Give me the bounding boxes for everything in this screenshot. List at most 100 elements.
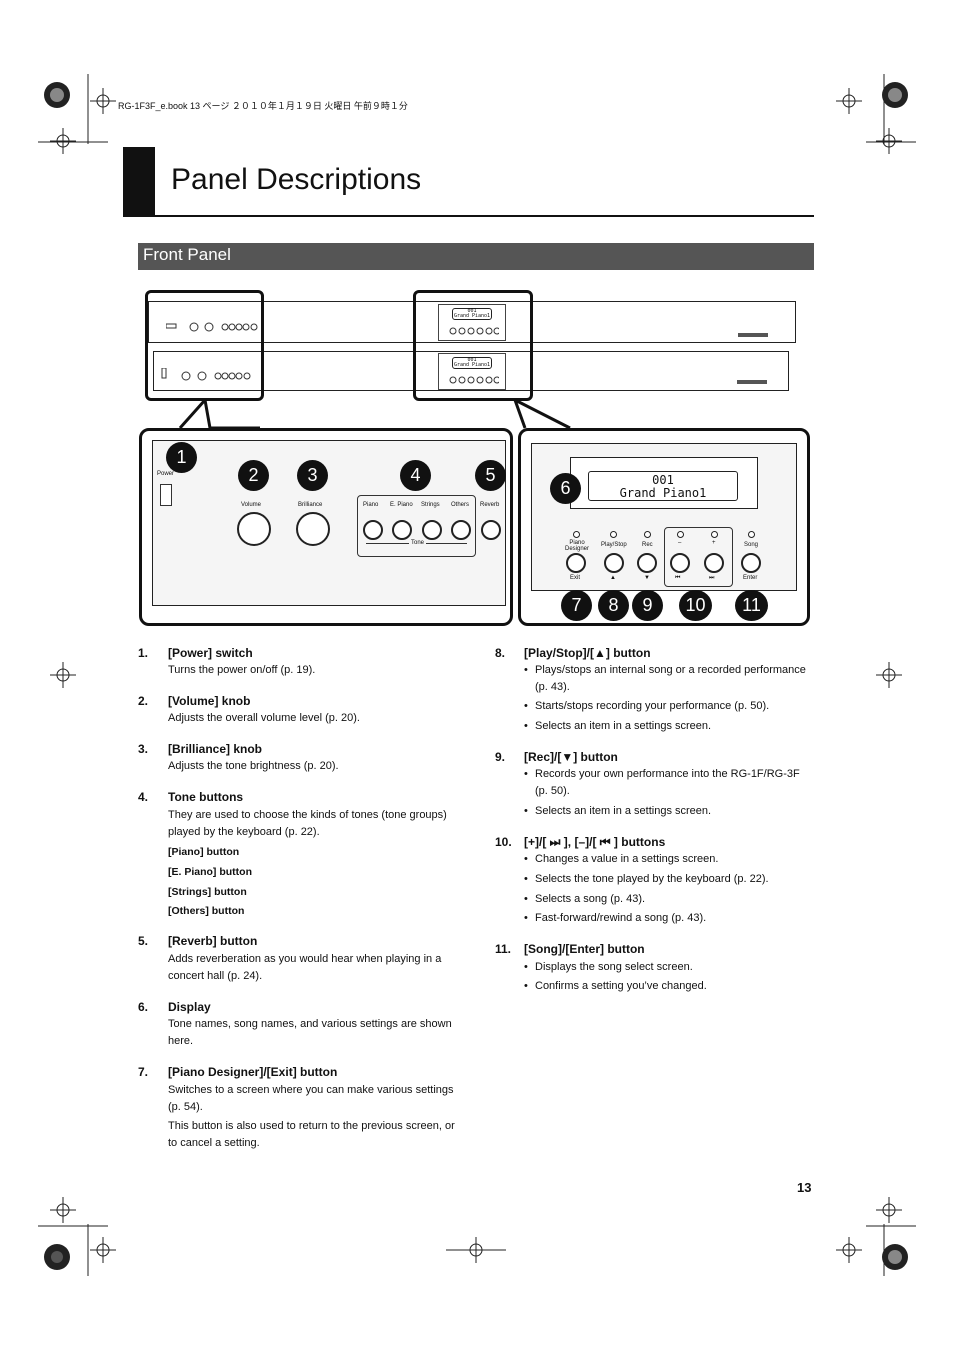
reverb-label: Reverb: [480, 502, 500, 508]
registration-mark-bottom-right: [866, 1224, 916, 1276]
mini-display-line2: Grand Piano1: [453, 313, 491, 319]
item-5-number: 5.: [138, 934, 149, 948]
item-9-number: 9.: [495, 750, 506, 764]
crosshair-right-middle: [876, 662, 902, 688]
crosshair-bottom-right: [836, 1237, 862, 1263]
page-title: Panel Descriptions: [171, 163, 422, 196]
badge-11: 11: [735, 590, 768, 621]
mini-display-line1-b: 001: [467, 357, 477, 363]
mini-control-row-top: [165, 320, 261, 332]
item-7-text-3: This button is also used to return to th…: [168, 1120, 455, 1132]
item-10-heading: [+]/[ ⏭ ], [–]/[ ⏮ ] buttons: [524, 835, 666, 849]
song-label: Song: [744, 542, 759, 548]
down-icon: ▼: [644, 575, 650, 581]
strings-label: Strings: [421, 502, 440, 508]
item-3-number: 3.: [138, 742, 149, 756]
brilliance-knob[interactable]: [296, 512, 330, 546]
item-8-number: 8.: [495, 646, 506, 660]
item-1-number: 1.: [138, 646, 149, 660]
item-7-number: 7.: [138, 1065, 149, 1079]
item-9-heading: [Rec]/[▼] button: [524, 750, 618, 764]
mini-control-row-bottom: [160, 367, 255, 382]
item-8-bullet-1: Plays/stops an internal song or a record…: [524, 662, 806, 679]
piano-label: Piano: [363, 502, 379, 508]
exit-label: Exit: [570, 575, 581, 581]
item-10-bullet-3: Selects a song (p. 43).: [524, 891, 645, 908]
value-button-group: [664, 527, 733, 587]
item-3-text: Adjusts the tone brightness (p. 20).: [168, 760, 339, 772]
plus-label: +: [712, 540, 716, 546]
rec-led: [644, 531, 651, 538]
others-button[interactable]: [451, 520, 471, 540]
registration-mark-bottom-left: [38, 1224, 108, 1276]
crosshair-top-left: [90, 88, 116, 114]
left-panel-detail: [139, 428, 513, 626]
plus-forward-button[interactable]: [704, 553, 724, 573]
piano-designer-label: Piano Designer: [564, 540, 589, 552]
mini-display-line1: 001: [467, 308, 477, 314]
item-4-heading: Tone buttons: [168, 790, 244, 804]
badge-2: 2: [238, 460, 269, 491]
badge-7: 7: [561, 590, 592, 621]
item-5-heading: [Reverb] button: [168, 934, 258, 948]
crosshair-left-middle: [50, 662, 76, 688]
item-11-number: 11.: [495, 942, 512, 956]
item-4-sub-2: [E. Piano] button: [168, 866, 252, 878]
power-switch[interactable]: [160, 484, 172, 506]
display: 001 Grand Piano1: [588, 471, 738, 501]
section-header-bar: [138, 243, 814, 270]
item-11-bullet-2: Confirms a setting you’ve changed.: [524, 978, 707, 995]
rec-down-button[interactable]: [637, 553, 657, 573]
badge-10: 10: [679, 590, 712, 621]
minus-led: [677, 531, 684, 538]
item-1-heading: [Power] switch: [168, 646, 253, 660]
callout-box-right: [413, 290, 533, 401]
item-10-bullet-4: Fast-forward/rewind a song (p. 43).: [524, 910, 706, 927]
song-enter-button[interactable]: [741, 553, 761, 573]
item-10-bullet-1: Changes a value in a settings screen.: [524, 851, 718, 868]
item-1-text: Turns the power on/off (p. 19).: [168, 664, 316, 676]
item-4-sub-4: [Others] button: [168, 905, 245, 917]
play-stop-led: [610, 531, 617, 538]
item-7-text-2: (p. 54).: [168, 1101, 203, 1113]
tone-label: Tone: [409, 540, 427, 546]
epiano-label: E. Piano: [390, 502, 413, 508]
volume-knob[interactable]: [237, 512, 271, 546]
badge-8: 8: [598, 590, 629, 621]
registration-mark-top-left: [38, 74, 108, 144]
display-line1: 001: [652, 473, 674, 487]
item-4-text-2: played by the keyboard (p. 22).: [168, 826, 320, 838]
rewind-icon: ⏮: [675, 575, 681, 581]
strings-button[interactable]: [422, 520, 442, 540]
item-6-number: 6.: [138, 1000, 149, 1014]
song-led: [748, 531, 755, 538]
item-9-bullet-1-cont: (p. 50).: [535, 785, 570, 797]
epiano-button[interactable]: [392, 520, 412, 540]
crosshair-left-top: [50, 128, 76, 154]
item-4-text-1: They are used to choose the kinds of ton…: [168, 809, 447, 821]
tone-button-group: [357, 495, 476, 557]
crosshair-bottom-center: [446, 1237, 506, 1263]
others-label: Others: [451, 502, 470, 508]
mini-display-panel-top: 001 Grand Piano1: [438, 304, 506, 341]
piano-designer-exit-button[interactable]: [566, 553, 586, 573]
minus-rewind-button[interactable]: [670, 553, 690, 573]
item-5-text-2: concert hall (p. 24).: [168, 970, 263, 982]
item-2-number: 2.: [138, 694, 149, 708]
file-header: RG-1F3F_e.book 13 ページ ２０１０年１月１９日 火曜日 午前９…: [118, 101, 408, 111]
piano-button[interactable]: [363, 520, 383, 540]
play-stop-up-button[interactable]: [604, 553, 624, 573]
item-8-heading: [Play/Stop]/[▲] button: [524, 646, 651, 660]
item-11-heading: [Song]/[Enter] button: [524, 942, 645, 956]
crosshair-bottom-left: [90, 1237, 116, 1263]
mini-logo-bottom: [737, 380, 767, 384]
reverb-button[interactable]: [481, 520, 501, 540]
plus-led: [711, 531, 718, 538]
mini-logo-top: [738, 333, 768, 337]
brilliance-label: Brilliance: [298, 502, 323, 508]
badge-6: 6: [550, 473, 581, 504]
item-4-sub-3: [Strings] button: [168, 886, 247, 898]
minus-label: –: [678, 540, 682, 546]
item-6-text-1: Tone names, song names, and various sett…: [168, 1018, 452, 1030]
item-11-bullet-1: Displays the song select screen.: [524, 959, 693, 976]
